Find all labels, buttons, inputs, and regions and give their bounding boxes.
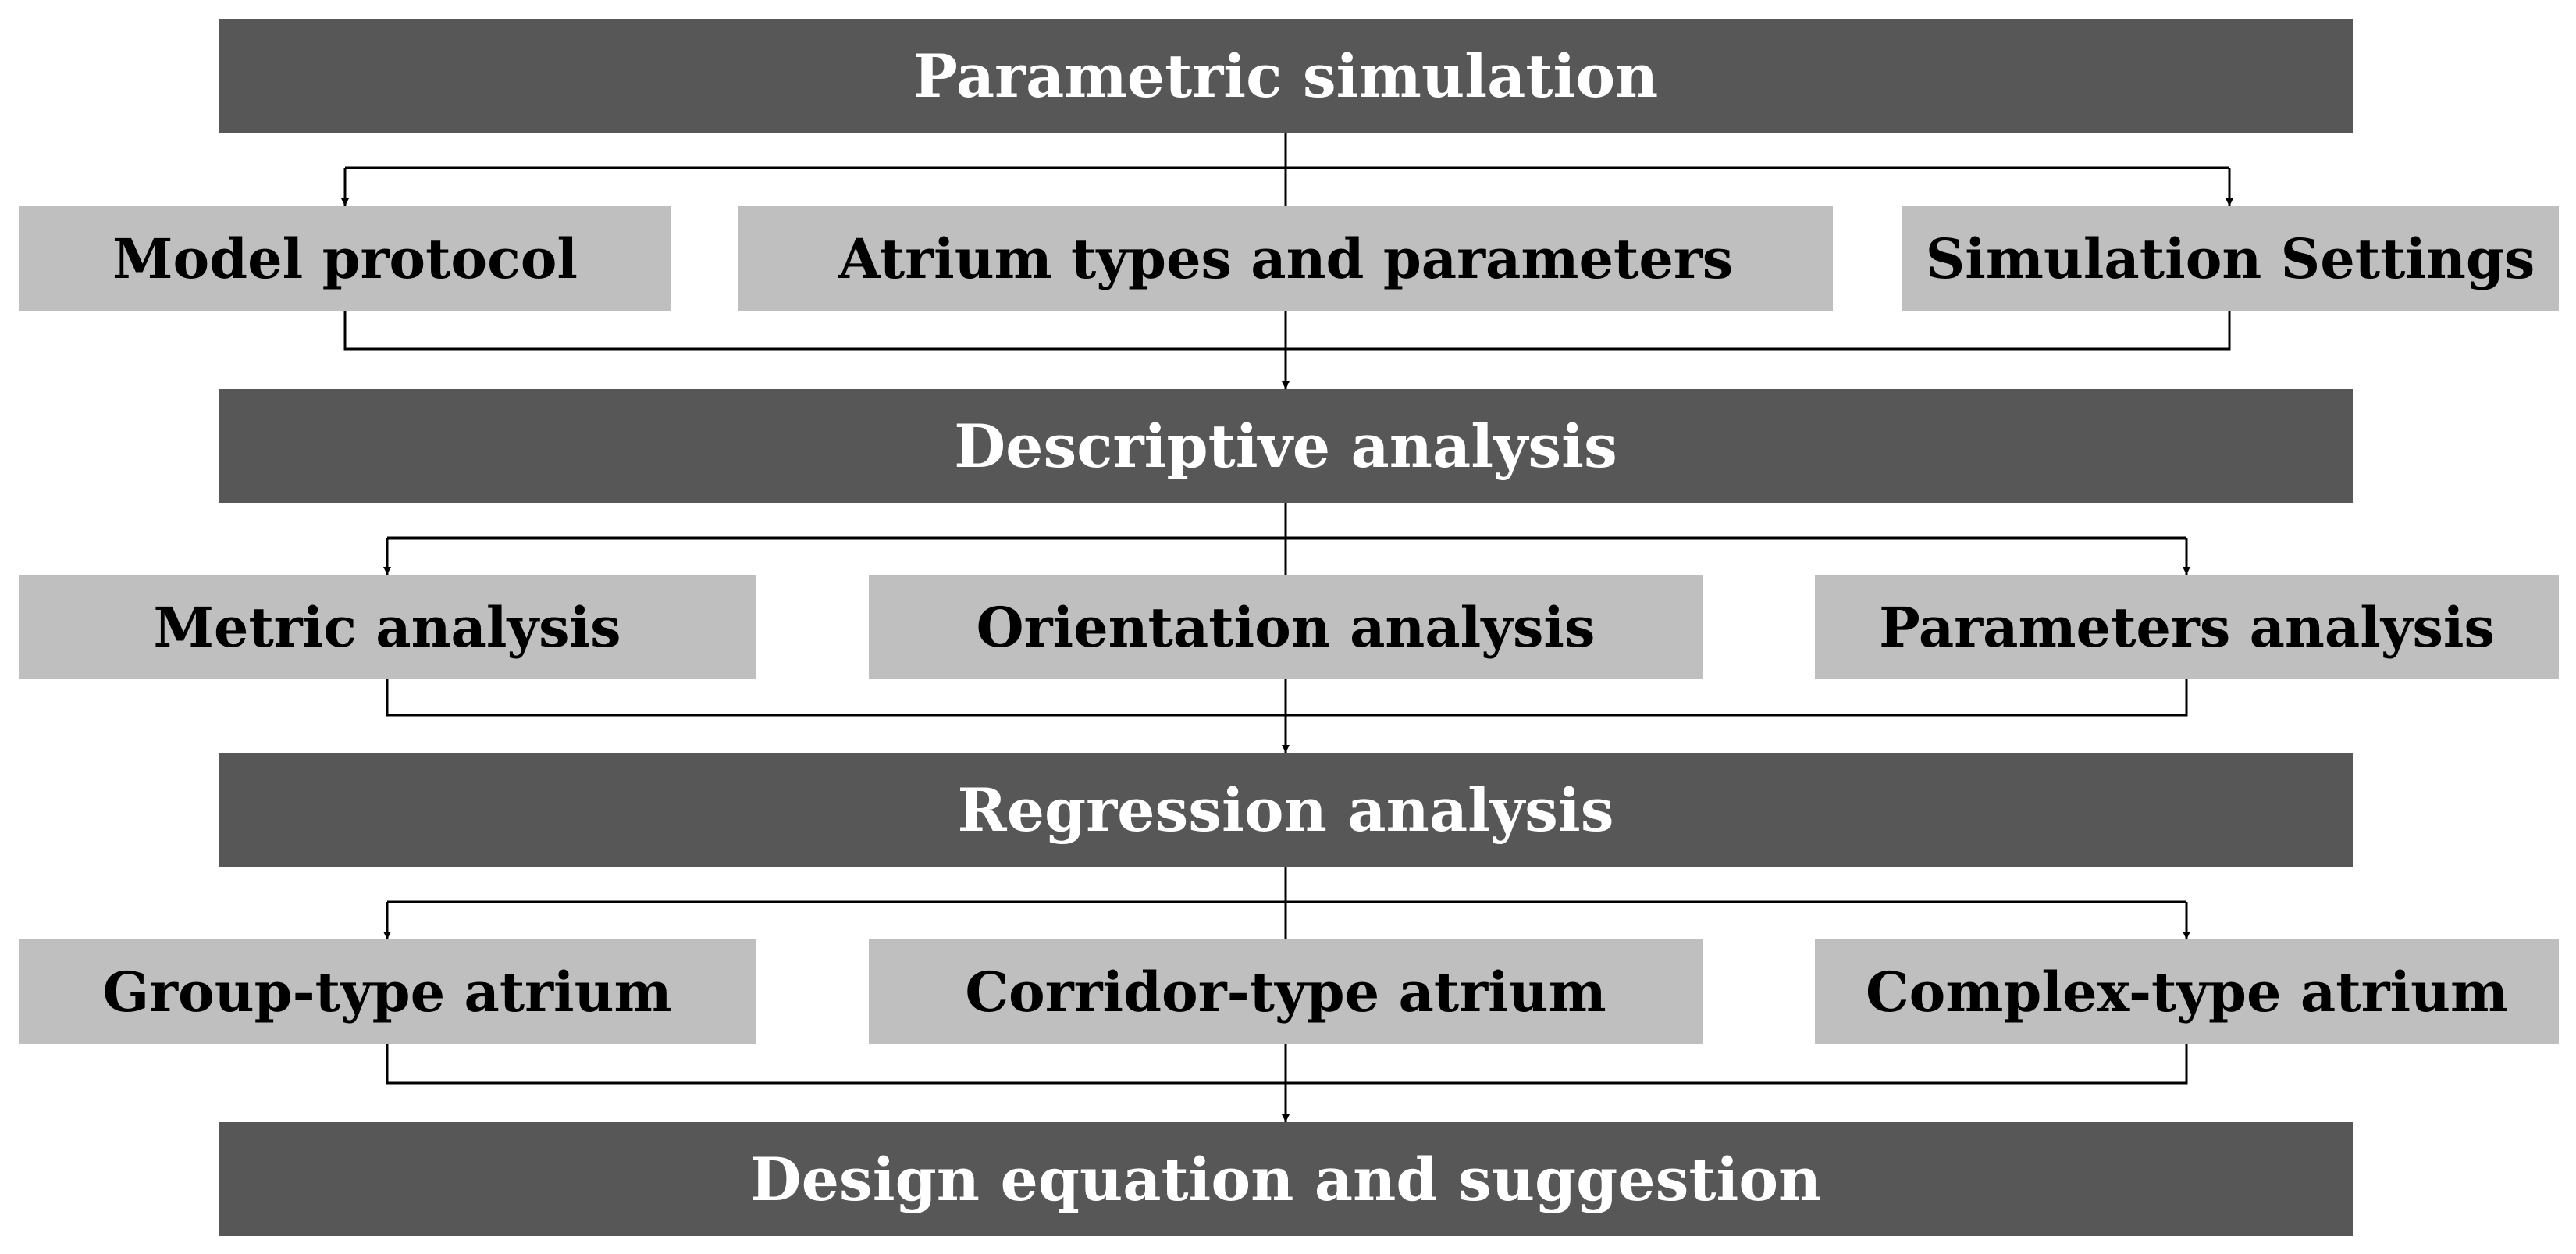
stage-parametric-simulation: Parametric simulation bbox=[219, 19, 2353, 133]
step-label: Group-type atrium bbox=[102, 959, 672, 1024]
step-corridor-type-atrium: Corridor-type atrium bbox=[869, 939, 1703, 1044]
stage-label: Parametric simulation bbox=[913, 41, 1659, 111]
step-parameters-analysis: Parameters analysis bbox=[1815, 575, 2559, 679]
step-atrium-types-parameters: Atrium types and parameters bbox=[738, 206, 1833, 311]
step-simulation-settings: Simulation Settings bbox=[1902, 206, 2559, 311]
step-label: Parameters analysis bbox=[1879, 594, 2495, 660]
step-label: Metric analysis bbox=[153, 594, 621, 660]
step-complex-type-atrium: Complex-type atrium bbox=[1815, 939, 2559, 1044]
stage-label: Regression analysis bbox=[957, 775, 1614, 845]
step-label: Atrium types and parameters bbox=[838, 226, 1734, 291]
stage-label: Design equation and suggestion bbox=[749, 1144, 1822, 1214]
step-label: Simulation Settings bbox=[1925, 226, 2535, 291]
step-group-type-atrium: Group-type atrium bbox=[19, 939, 756, 1044]
step-label: Corridor-type atrium bbox=[965, 959, 1606, 1024]
connector-line bbox=[343, 311, 2231, 351]
step-label: Orientation analysis bbox=[976, 594, 1596, 660]
stage-design-equation-suggestion: Design equation and suggestion bbox=[219, 1122, 2353, 1236]
stage-label: Descriptive analysis bbox=[954, 411, 1617, 481]
step-orientation-analysis: Orientation analysis bbox=[869, 575, 1703, 679]
step-model-protocol: Model protocol bbox=[19, 206, 671, 311]
connector-line bbox=[386, 679, 2188, 717]
step-label: Complex-type atrium bbox=[1865, 959, 2509, 1024]
step-metric-analysis: Metric analysis bbox=[19, 575, 756, 679]
stage-regression-analysis: Regression analysis bbox=[219, 753, 2353, 867]
step-label: Model protocol bbox=[112, 226, 578, 291]
stage-descriptive-analysis: Descriptive analysis bbox=[219, 389, 2353, 503]
connector-line bbox=[386, 1044, 2188, 1085]
